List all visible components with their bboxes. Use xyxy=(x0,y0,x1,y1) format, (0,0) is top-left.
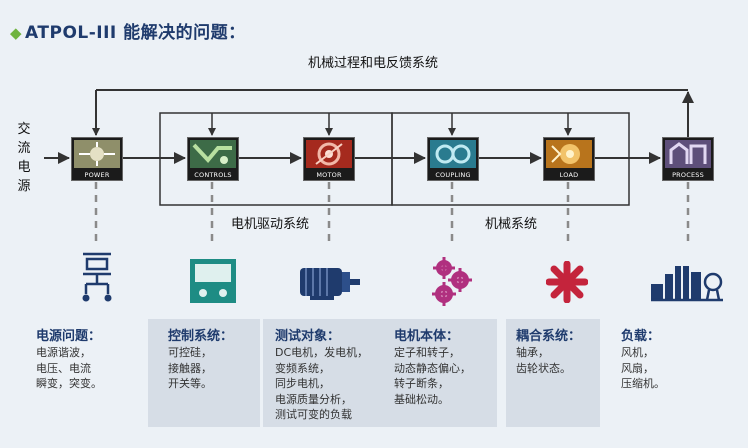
power-block: POWER xyxy=(71,137,123,181)
list-item: 开关等。 xyxy=(168,377,212,390)
list-item: 电源谐波， xyxy=(36,346,91,359)
coupling-block: COUPLING xyxy=(427,137,479,181)
process-block-caption: PROCESS xyxy=(672,171,704,179)
controls-block-art xyxy=(190,140,236,168)
coupling-block-art xyxy=(430,140,476,168)
list-item: 转子断条， xyxy=(394,377,449,390)
list-item: 电压、电流 xyxy=(36,361,91,375)
control-system-heading: 控制系统： xyxy=(168,329,234,344)
coupling-system-heading: 耦合系统： xyxy=(516,329,582,344)
coupling-system-panel: 耦合系统： 轴承， 齿轮状态。 xyxy=(506,319,600,427)
feedback-label: 机械过程和电反馈系统 xyxy=(308,56,439,71)
motor-drive-label: 电机驱动系统 xyxy=(231,217,310,232)
list-item: 电源质量分析， xyxy=(275,392,352,406)
load-list: 风机， 风扇， 压缩机。 xyxy=(621,345,665,392)
motor-block: MOTOR xyxy=(303,137,355,181)
list-item: 动态静态偏心， xyxy=(394,361,471,375)
list-item: 接触器， xyxy=(168,361,212,375)
test-object-panel: 测试对象： DC电机，发电机， 变频系统， 同步电机， 电源质量分析， 测试可变… xyxy=(263,319,497,427)
test-object-heading: 测试对象： xyxy=(275,329,341,344)
list-item: DC电机，发电机， xyxy=(275,346,369,359)
list-item: 压缩机。 xyxy=(621,377,665,390)
process-block: PROCESS xyxy=(662,137,714,181)
list-item: 齿轮状态。 xyxy=(516,361,571,375)
load-block-art xyxy=(546,140,592,168)
power-issues-heading: 电源问题： xyxy=(36,329,102,344)
diamond-marker-icon: ◆ xyxy=(10,24,23,42)
controls-block-caption: CONTROLS xyxy=(194,171,232,179)
process-plant-icon xyxy=(651,266,723,302)
power-issues-list: 电源谐波， 电压、电流 瞬变，突变。 xyxy=(36,345,102,392)
power-block-art xyxy=(74,140,120,168)
motor-icon xyxy=(300,268,360,300)
gears-icon xyxy=(432,257,472,306)
control-panel-icon xyxy=(190,259,236,303)
list-item: 瞬变，突变。 xyxy=(36,377,102,390)
control-system-panel: 控制系统： 可控硅， 接触器， 开关等。 xyxy=(148,319,260,427)
list-item: 风扇， xyxy=(621,361,654,375)
list-item: 基础松动。 xyxy=(394,392,449,406)
process-block-art xyxy=(665,140,711,168)
motor-block-art xyxy=(306,140,352,168)
load-heading: 负载： xyxy=(621,329,661,344)
list-item: 同步电机， xyxy=(275,377,330,390)
controls-block: CONTROLS xyxy=(187,137,239,181)
power-issues-panel: 电源问题： 电源谐波， 电压、电流 瞬变，突变。 xyxy=(36,319,136,427)
motor-body-heading: 电机本体： xyxy=(394,329,460,344)
power-tower-icon xyxy=(82,252,112,302)
load-panel: 负载： 风机， 风扇， 压缩机。 xyxy=(621,319,731,427)
coupling-icon xyxy=(546,261,588,303)
list-item: 轴承， xyxy=(516,346,549,359)
motor-body-list: 定子和转子， 动态静态偏心， 转子断条， 基础松动。 xyxy=(394,345,471,407)
list-item: 变频系统， xyxy=(275,361,330,375)
power-block-caption: POWER xyxy=(84,171,110,179)
mechanical-label: 机械系统 xyxy=(485,217,538,232)
coupling-system-list: 轴承， 齿轮状态。 xyxy=(516,345,571,376)
load-block: LOAD xyxy=(543,137,595,181)
control-system-list: 可控硅， 接触器， 开关等。 xyxy=(168,345,212,392)
list-item: 风机， xyxy=(621,346,654,359)
ac-power-label: 交 流 电 源 xyxy=(17,122,31,194)
coupling-block-caption: COUPLING xyxy=(435,171,471,179)
motor-block-caption: MOTOR xyxy=(316,171,342,179)
test-object-list: DC电机，发电机， 变频系统， 同步电机， 电源质量分析， 测试可变的负载 xyxy=(275,345,368,423)
list-item: 可控硅， xyxy=(168,346,212,359)
list-item: 测试可变的负载 xyxy=(275,408,352,421)
list-item: 定子和转子， xyxy=(394,346,460,359)
load-block-caption: LOAD xyxy=(559,171,579,179)
page-title: ◆ATPOL-III 能解决的问题： xyxy=(10,23,246,43)
